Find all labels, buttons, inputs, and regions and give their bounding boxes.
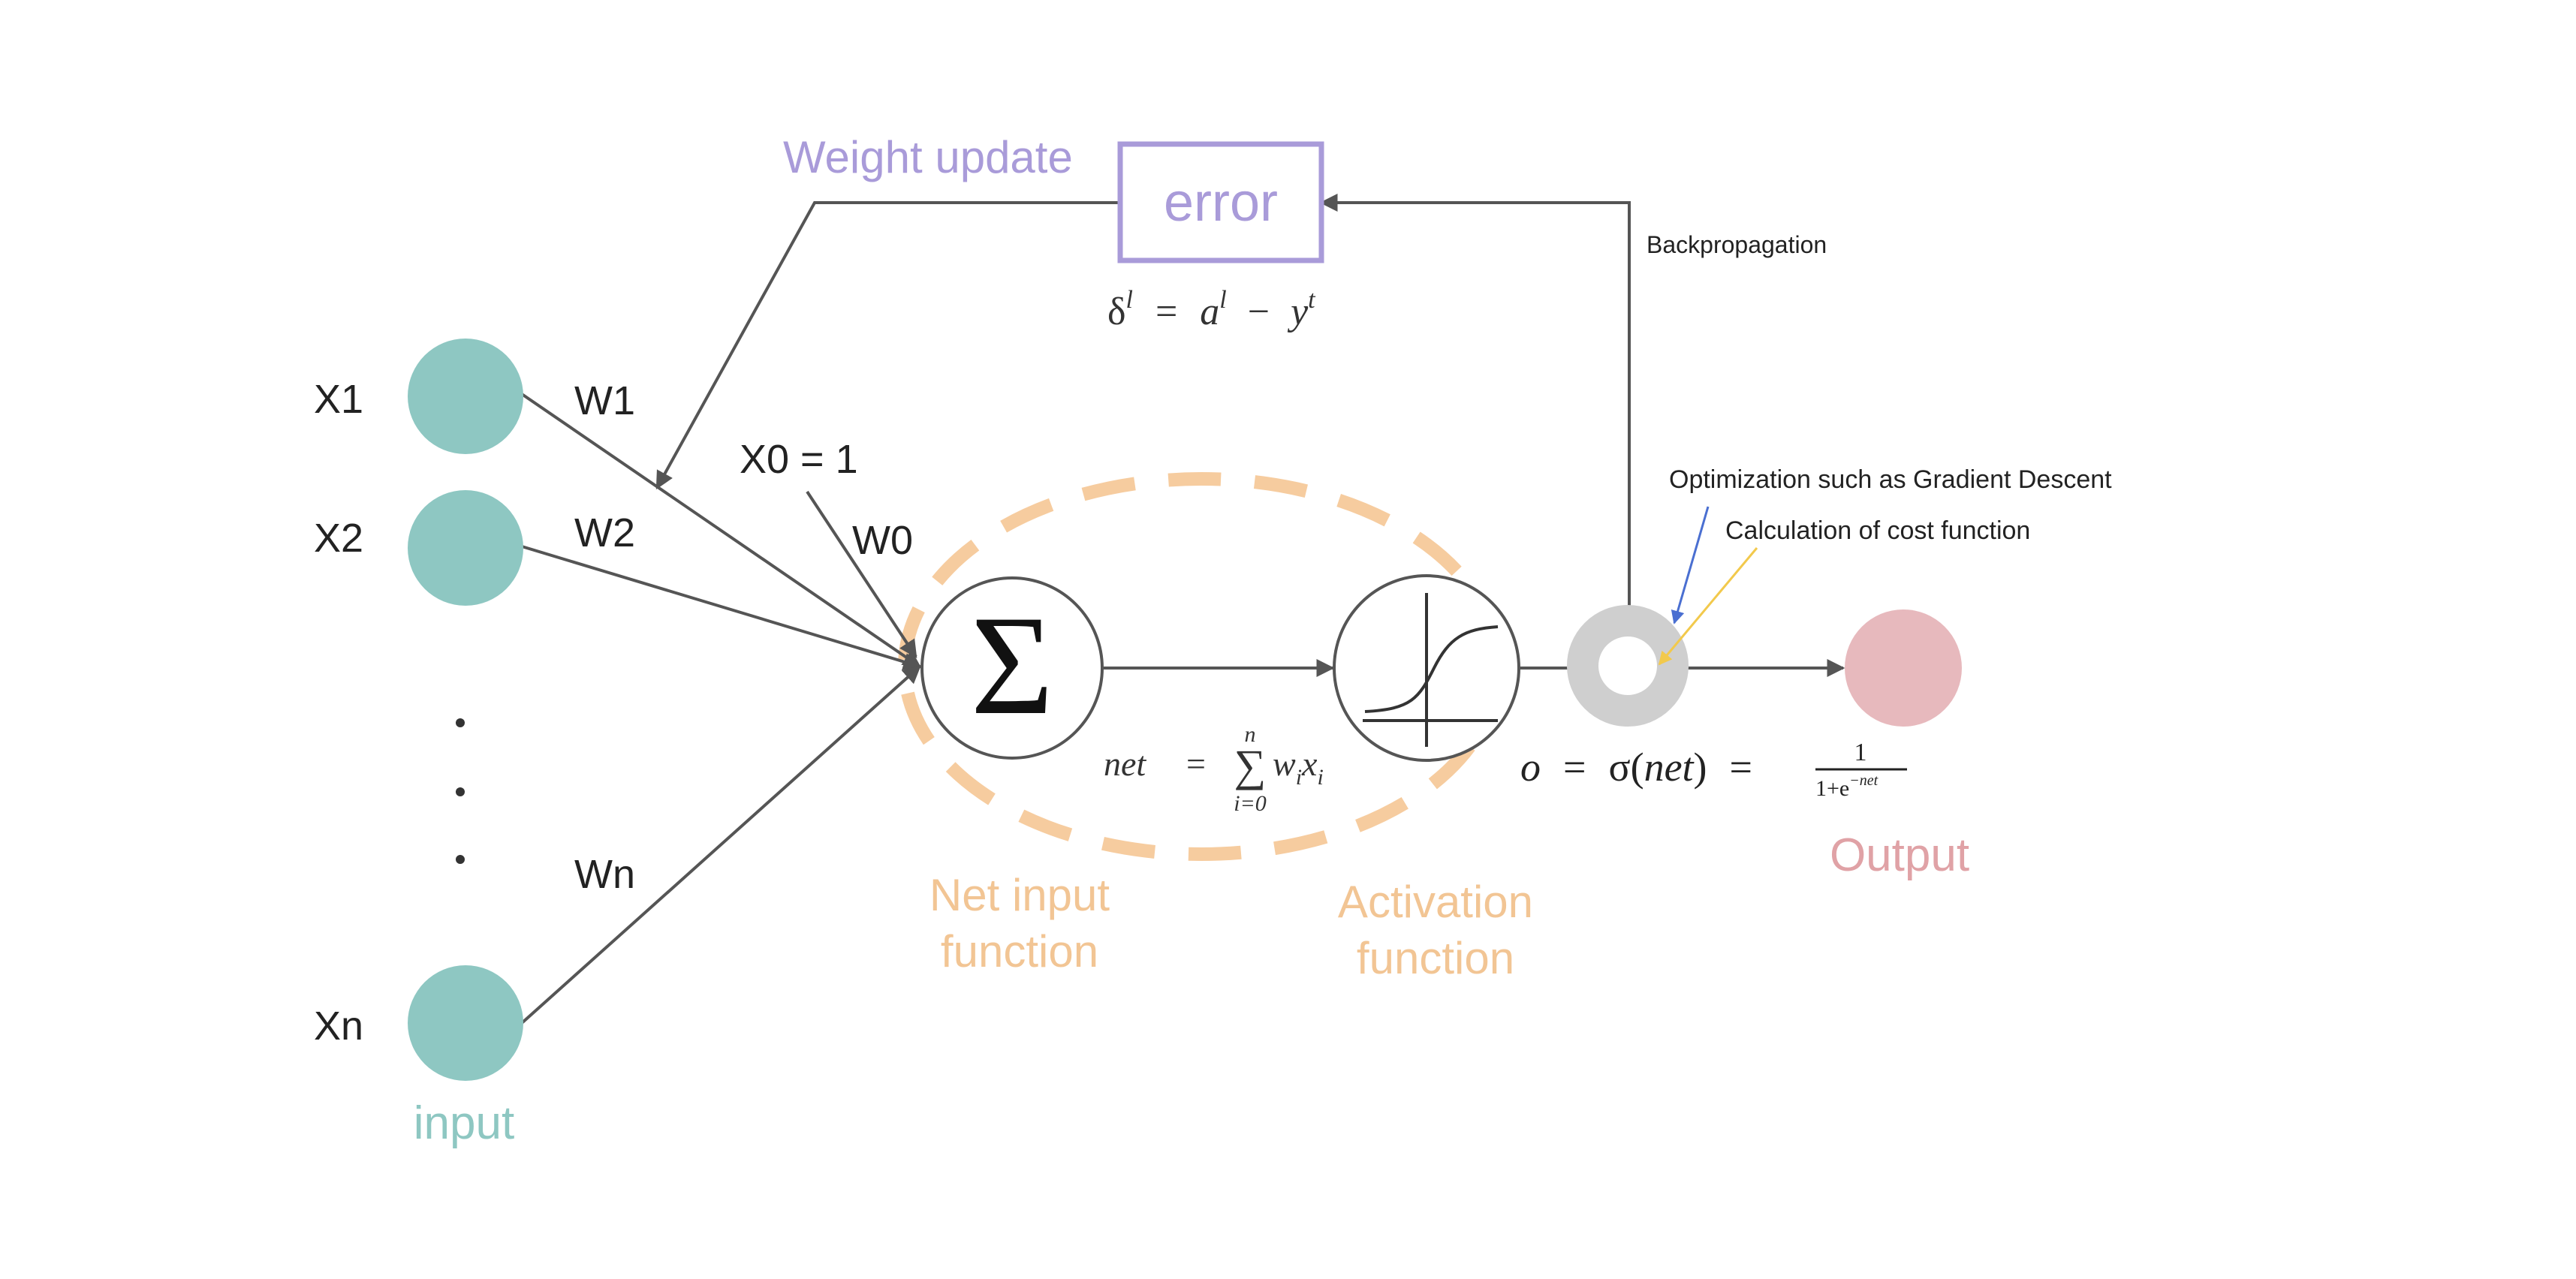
cost-function-arrow [1658,547,1758,666]
weight-update-line [655,201,1119,490]
output-label: Output [1830,829,1969,881]
error-box [1117,141,1324,263]
ellipsis-dot [456,787,465,796]
output-formula: o=σ(net)= 1 1+e−net [1520,739,1907,801]
sigmoid-curve-icon [1363,593,1499,747]
error-box-label: error [1164,173,1278,233]
input-node-xn [408,965,523,1081]
svg-text:=: = [1186,745,1206,783]
input-label-x1: X1 [314,377,363,422]
net-input-formula: net = n ∑ i=0 wixi [1104,722,1324,816]
svg-text:∑: ∑ [1234,741,1267,790]
sum-node [920,576,1104,760]
weight-label-wn: Wn [574,852,635,897]
weight-label-w1: W1 [574,378,635,423]
backpropagation-label: Backpropagation [1647,231,1827,258]
output-node [1845,609,1962,727]
edge-xn-sum [520,665,921,1025]
svg-text:wixi: wixi [1273,745,1324,790]
sum-symbol-icon: Σ [971,587,1054,745]
weight-label-w2: W2 [574,510,635,555]
ellipsis-dot [456,718,465,727]
backprop-line [1319,194,1631,619]
optimization-label: Optimization such as Gradient Descent [1669,465,2112,494]
bias-weight-label: W0 [852,518,913,563]
svg-text:i=0: i=0 [1234,791,1267,816]
ellipsis-dot [456,855,465,864]
input-label-x2: X2 [314,516,363,561]
bias-input-label: X0 = 1 [740,437,858,482]
svg-text:o=σ(net)=: o=σ(net)= [1520,745,1752,790]
edge-x1-sum [520,393,921,668]
input-label-xn: Xn [314,1004,363,1049]
weight-update-label: Weight update [783,132,1073,182]
svg-text:1: 1 [1854,739,1867,766]
error-formula: δl=al−yt [1107,286,1316,333]
svg-text:1+e−net: 1+e−net [1815,772,1879,801]
input-caption: input [414,1097,514,1149]
edge-x0-sum [806,490,917,659]
input-node-x2 [408,490,523,606]
cost-function-label: Calculation of cost function [1725,516,2030,545]
optimization-arrow [1671,506,1710,624]
cost-ring-node [1567,605,1689,727]
input-node-x1 [408,339,523,454]
svg-text:n: n [1245,722,1256,747]
svg-text:net: net [1104,745,1146,783]
edge-x2-sum [521,545,922,671]
